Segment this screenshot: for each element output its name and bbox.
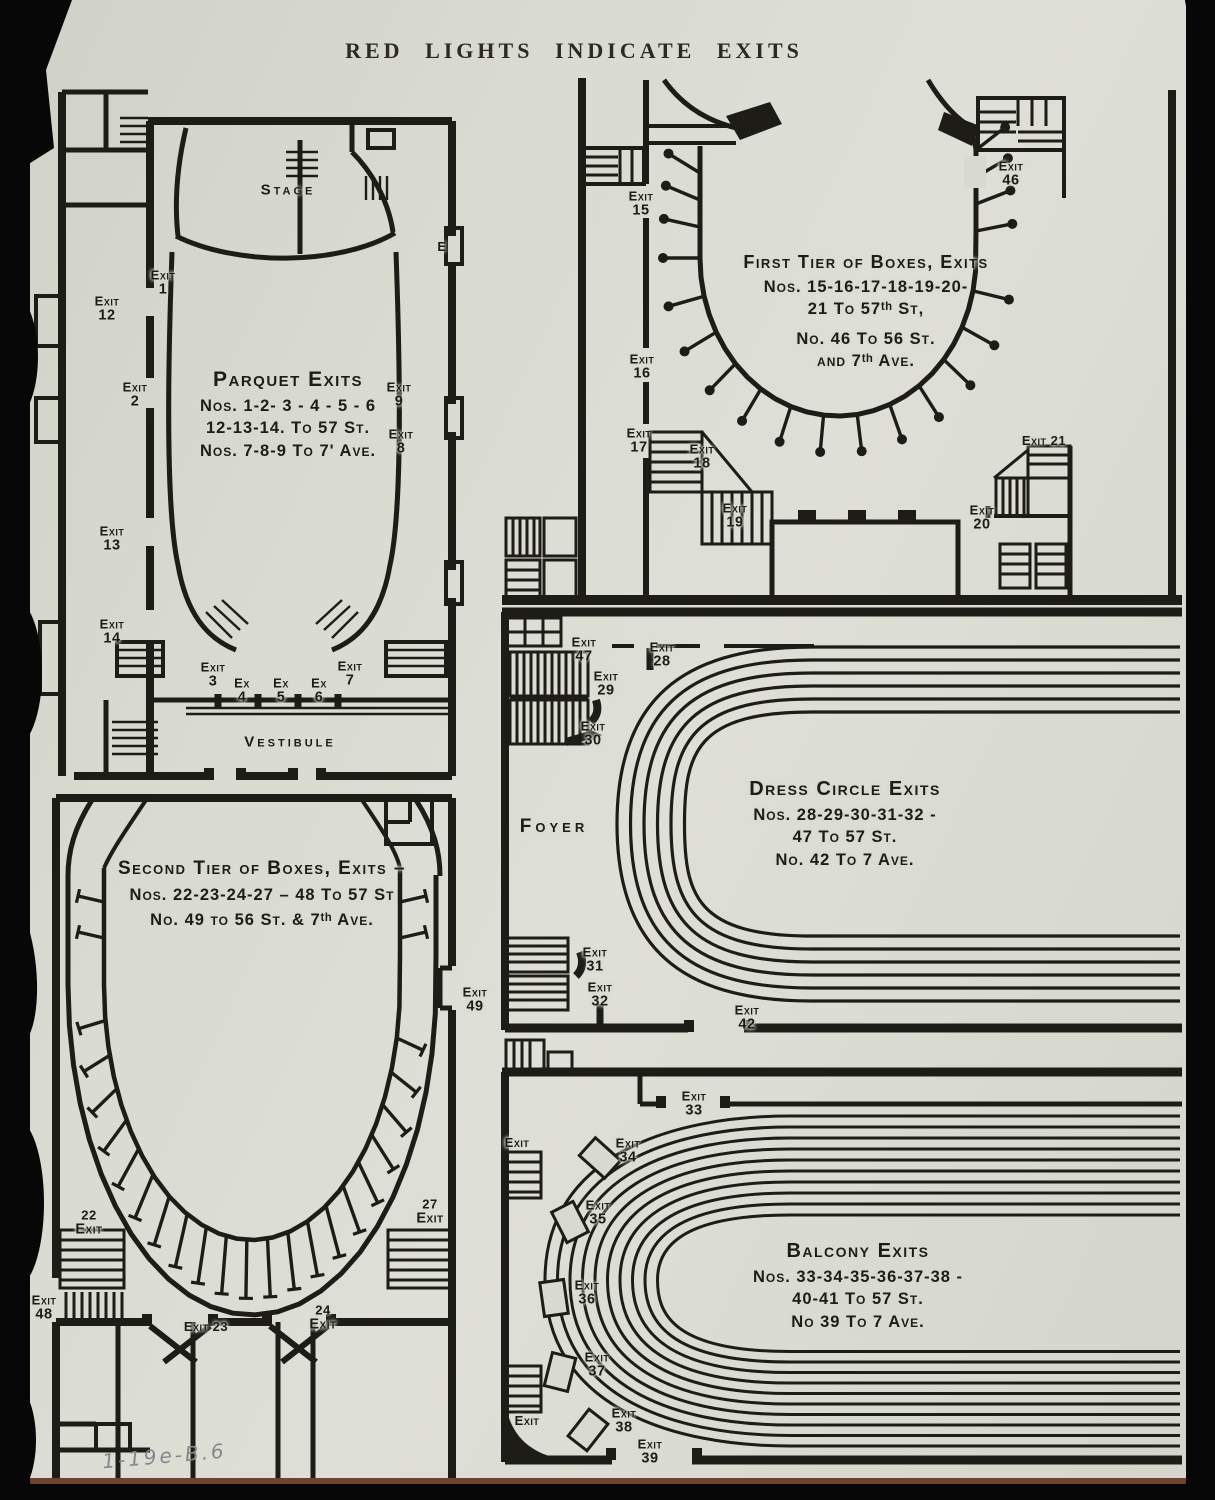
note-line: No 39 To 7 Ave.: [791, 1312, 925, 1331]
note-line: No. 49 to 56 St. & 7ᵗʰ Ave.: [150, 910, 374, 929]
note-line: Nos. 28-29-30-31-32 -: [753, 806, 937, 824]
note-line: 40-41 To 57 St.: [792, 1290, 924, 1309]
first-tier-plan: [502, 78, 1182, 605]
first-tier-note: First Tier of Boxes, Exits Nos. 15-16-17…: [743, 252, 988, 372]
exit-label-first_tier-6: Exit 21: [1021, 433, 1067, 449]
note-line: No. 46 To 56 St.: [796, 329, 936, 348]
foyer-label: Foyer: [519, 816, 589, 837]
second-tier-note-title: Second Tier of Boxes, Exits –: [117, 858, 407, 879]
dress-circle-plan: [501, 607, 1182, 1033]
second-tier-plan: [52, 794, 456, 1478]
dress-circle-note: Dress Circle Exits Nos. 28-29-30-31-32 -…: [749, 778, 941, 871]
parquet-note: Parquet Exits Nos. 1-2- 3 - 4 - 5 - 6 12…: [200, 368, 376, 462]
exit-label-balcony-6: Exit: [514, 1413, 540, 1429]
stage-label: Stage: [260, 181, 316, 199]
parquet-note-title: Parquet Exits: [212, 368, 364, 391]
page-title: RED LIGHTS INDICATE EXITS: [345, 38, 803, 63]
exit-label-parquet-12: E: [437, 239, 447, 255]
note-line: and 7ᵗʰ Ave.: [817, 351, 915, 370]
note-line: Nos. 15-16-17-18-19-20-: [763, 278, 969, 296]
parquet-plan: [34, 89, 464, 780]
scan-page-edge-line: [30, 1478, 1186, 1484]
dress-circle-note-title: Dress Circle Exits: [749, 778, 941, 800]
scan-bottom-edge: [0, 1484, 1215, 1500]
note-line: Nos. 1-2- 3 - 4 - 5 - 6: [199, 397, 377, 415]
second-tier-note: Second Tier of Boxes, Exits – Nos. 22-23…: [118, 858, 406, 931]
balcony-note-title: Balcony Exits: [786, 1240, 930, 1262]
seating-curves-and-box-partitions: [65, 122, 1180, 1453]
exit-label-balcony-1: Exit: [504, 1135, 530, 1151]
note-line: Nos. 7-8-9 To 7' Ave.: [199, 441, 377, 460]
vestibule-label: Vestibule: [244, 733, 336, 751]
balcony-plan: [501, 1038, 1182, 1465]
note-line: Nos. 22-23-24-27 – 48 To 57 St: [129, 886, 395, 904]
note-line: 47 To 57 St.: [792, 828, 898, 847]
exit-label-second_tier-4: Exit 23: [183, 1319, 229, 1335]
note-line: No. 42 To 7 Ave.: [775, 850, 915, 869]
note-line: 12-13-14. To 57 St.: [205, 419, 371, 438]
scan-right-edge: [1186, 0, 1215, 1500]
first-tier-note-title: First Tier of Boxes, Exits: [743, 252, 989, 272]
note-line: Nos. 33-34-35-36-37-38 -: [752, 1268, 964, 1286]
balcony-note: Balcony Exits Nos. 33-34-35-36-37-38 - 4…: [753, 1240, 963, 1333]
note-line: 21 To 57ᵗʰ St,: [807, 300, 925, 319]
